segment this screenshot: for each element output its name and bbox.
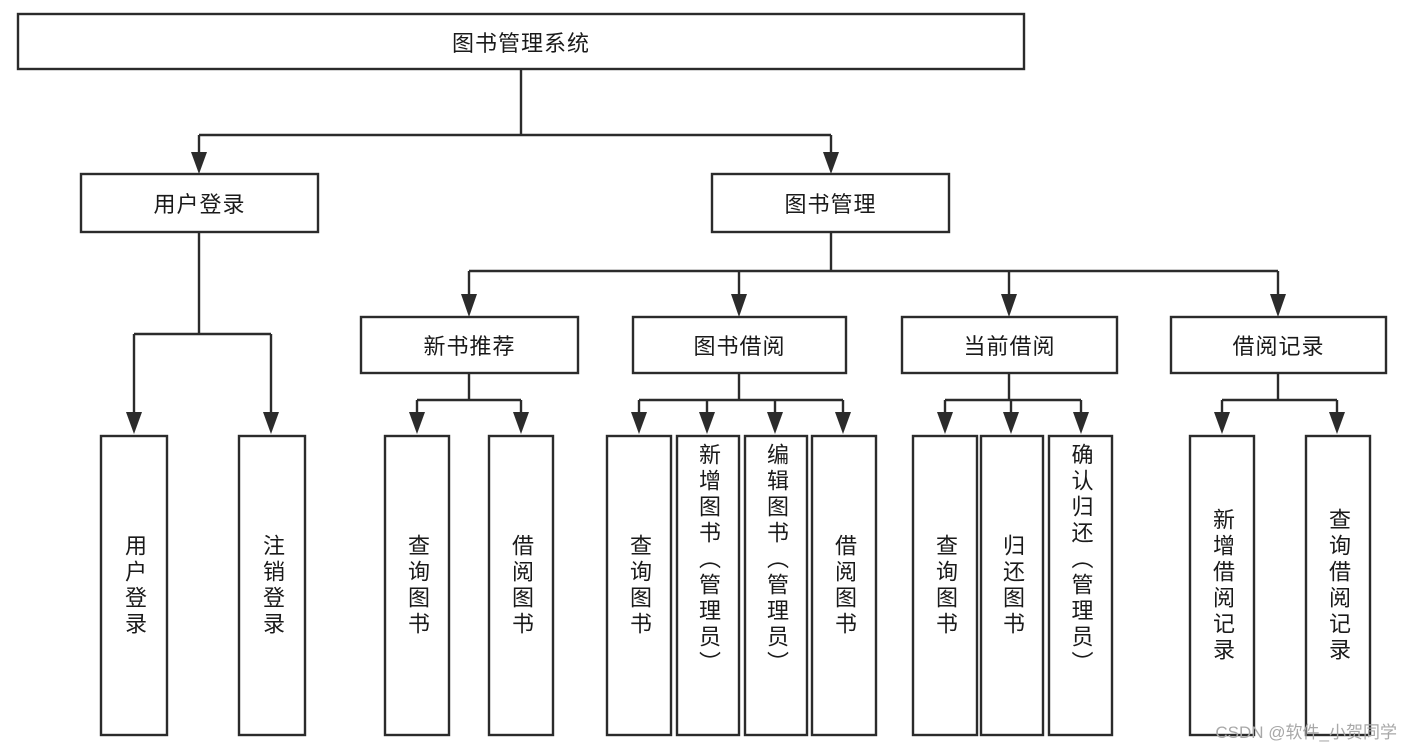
connector-group-current-borrow <box>937 373 1089 434</box>
arrow-leaf-new-book-1 <box>409 412 425 434</box>
arrow-leaf-borrow-record-1 <box>1214 412 1230 434</box>
arrow-leaf-book-borrow-1 <box>631 412 647 434</box>
leaf-box-book-borrow-1[interactable] <box>675 434 741 737</box>
arrow-leaf-user-login-2 <box>263 412 279 434</box>
node-box-user-login[interactable] <box>79 172 320 234</box>
arrow-to-user-login <box>191 152 207 174</box>
leaf-box-borrow-record-1[interactable] <box>1304 434 1372 737</box>
arrow-leaf-borrow-record-2 <box>1329 412 1345 434</box>
leaf-box-user-login-0[interactable] <box>99 434 169 737</box>
connector-group-user-login <box>126 232 279 434</box>
leaf-box-borrow-record-0[interactable] <box>1188 434 1256 737</box>
node-box-borrow-record[interactable] <box>1169 315 1388 375</box>
node-box-root[interactable] <box>16 12 1026 71</box>
arrow-leaf-current-borrow-3 <box>1073 412 1089 434</box>
leaf-box-current-borrow-2[interactable] <box>1047 434 1114 737</box>
leaf-box-book-borrow-2[interactable] <box>743 434 809 737</box>
arrow-leaf-current-borrow-2 <box>1003 412 1019 434</box>
connector-group-root <box>191 69 839 174</box>
node-box-new-book-recommend[interactable] <box>359 315 580 375</box>
arrow-to-borrow-record <box>1270 294 1286 317</box>
leaf-box-user-login-1[interactable] <box>237 434 307 737</box>
connector-group-book-borrow <box>631 373 851 434</box>
connector-group-book-mgmt <box>461 232 1286 317</box>
arrow-leaf-book-borrow-2 <box>699 412 715 434</box>
arrow-to-book-borrow <box>731 294 747 317</box>
leaf-box-book-borrow-3[interactable] <box>810 434 878 737</box>
connector-group-borrow-record <box>1214 373 1345 434</box>
arrow-leaf-new-book-2 <box>513 412 529 434</box>
leaf-box-book-borrow-0[interactable] <box>605 434 673 737</box>
arrow-leaf-book-borrow-3 <box>767 412 783 434</box>
arrow-leaf-current-borrow-1 <box>937 412 953 434</box>
node-box-book-borrow[interactable] <box>631 315 848 375</box>
leaf-box-current-borrow-1[interactable] <box>979 434 1045 737</box>
arrow-to-new-book <box>461 294 477 317</box>
arrow-to-book-mgmt <box>823 152 839 174</box>
arrow-leaf-user-login-1 <box>126 412 142 434</box>
connector-group-new-book <box>409 373 529 434</box>
arrow-to-current-borrow <box>1001 294 1017 317</box>
leaf-box-new-book-0[interactable] <box>383 434 451 737</box>
node-box-current-borrow[interactable] <box>900 315 1119 375</box>
leaf-box-current-borrow-0[interactable] <box>911 434 979 737</box>
arrow-leaf-book-borrow-4 <box>835 412 851 434</box>
leaf-box-new-book-1[interactable] <box>487 434 555 737</box>
node-box-book-mgmt[interactable] <box>710 172 951 234</box>
